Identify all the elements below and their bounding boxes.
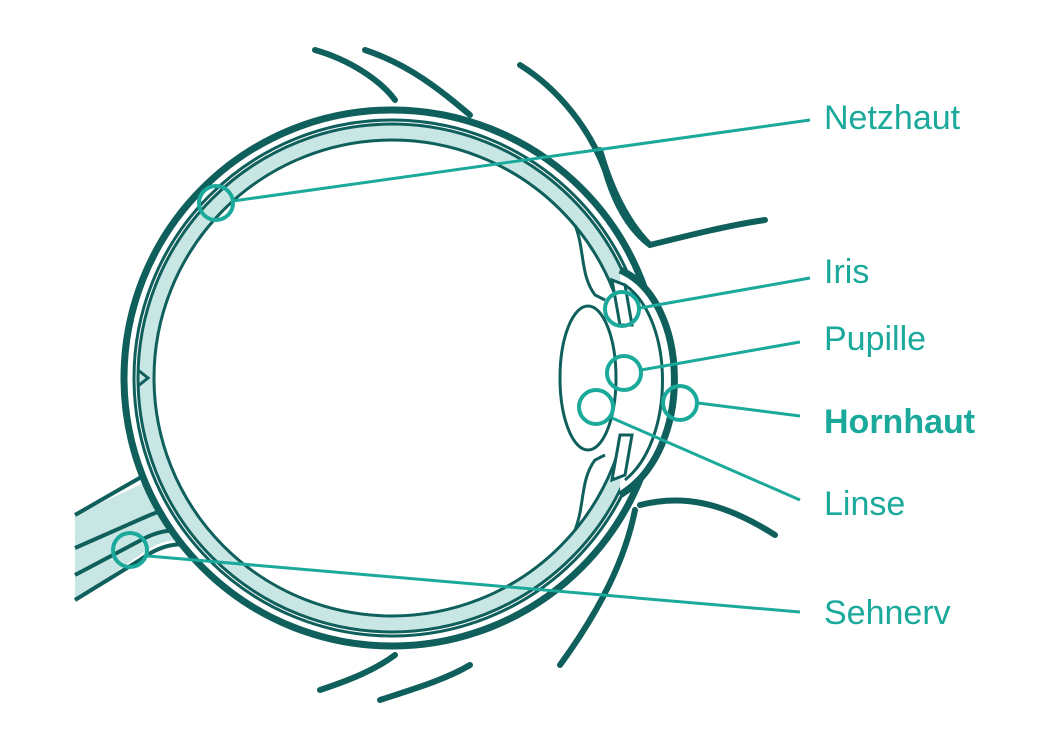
marker-linse <box>577 388 615 426</box>
label-sehnerv: Sehnerv <box>824 594 951 632</box>
leader-pupille <box>640 340 801 372</box>
label-netzhaut: Netzhaut <box>824 99 961 137</box>
label-linse: Linse <box>824 485 906 523</box>
marker-netzhaut <box>197 184 235 222</box>
optic-nerve-outline <box>73 470 207 602</box>
marker-sehnerv <box>111 531 149 569</box>
marker-iris <box>603 290 641 328</box>
marker-hornhaut <box>661 384 699 422</box>
leader-hornhaut <box>697 401 801 418</box>
leader-iris <box>639 276 811 310</box>
fovea-notch <box>137 368 151 388</box>
label-hornhaut: Hornhaut <box>824 403 976 441</box>
lower-eyelid-lines <box>317 497 778 703</box>
lens <box>558 304 618 452</box>
cornea-inner <box>624 283 664 482</box>
ciliary-lower <box>573 453 606 531</box>
leader-sehnerv <box>147 554 801 614</box>
upper-eyelid-lines <box>312 47 768 249</box>
marker-pupille <box>605 354 643 392</box>
leader-linse <box>611 416 801 502</box>
iris-lower <box>610 433 634 483</box>
label-iris: Iris <box>824 253 870 291</box>
label-pupille: Pupille <box>824 320 927 358</box>
leader-netzhaut <box>232 118 811 203</box>
ciliary-upper <box>573 224 606 302</box>
